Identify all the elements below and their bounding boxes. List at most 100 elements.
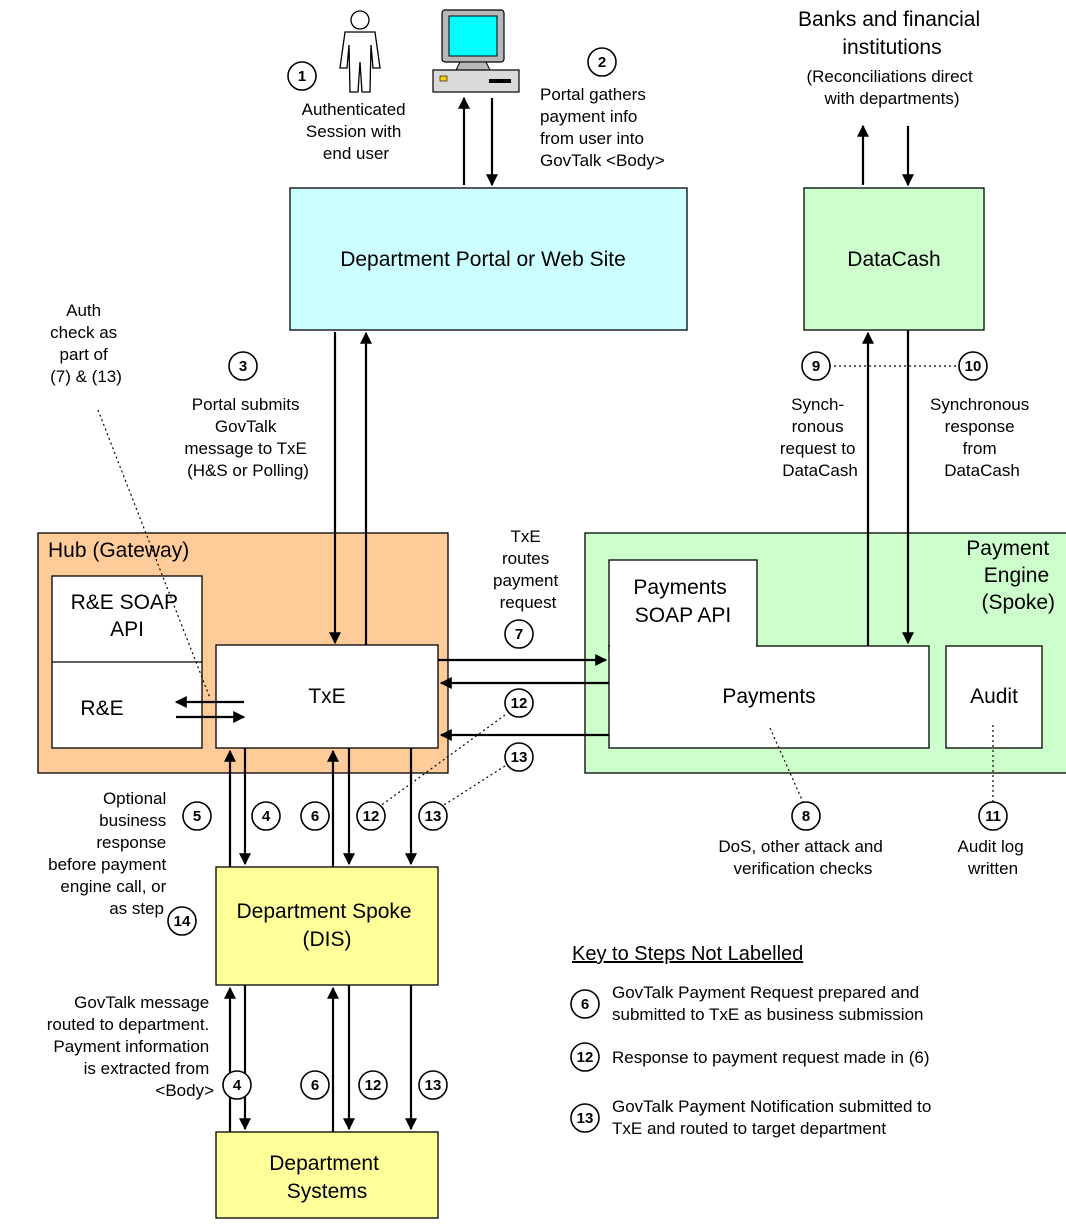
step-circle-9: 9	[801, 351, 831, 381]
payments-soap-api-box	[608, 559, 758, 651]
payments-soap-api-line2: SOAP API	[635, 604, 732, 627]
re-soap-api-line1: R&E SOAP	[71, 591, 178, 614]
svg-text:2: 2	[598, 54, 606, 71]
step3-text: Portal submits GovTalk message to TxE (H…	[184, 395, 311, 480]
svg-text:Department Systems: Department Systems	[269, 1152, 385, 1203]
step-circle-14: 14	[167, 906, 197, 936]
svg-text:6: 6	[581, 996, 589, 1013]
dotted-auth-check	[97, 409, 211, 699]
banks-line2: institutions	[842, 36, 941, 59]
txe-box	[215, 644, 439, 749]
txe-label: TxE	[308, 685, 345, 708]
portal-box	[289, 187, 688, 331]
payments-box	[608, 645, 930, 749]
svg-text:12: 12	[577, 1049, 594, 1066]
svg-text:10: 10	[965, 358, 982, 375]
step-circle-6-bottom: 6	[300, 1070, 330, 1100]
svg-text:8: 8	[802, 808, 810, 825]
svg-text:14: 14	[174, 913, 191, 930]
svg-text:Response to payment request ma: Response to payment request made in (6)	[612, 1048, 930, 1067]
svg-text:1: 1	[298, 68, 306, 85]
step-circle-13-top: 13	[504, 742, 534, 772]
dotted-8-to-payments	[769, 727, 804, 803]
svg-text:R&E SOAP API: R&E SOAP API	[71, 591, 184, 641]
svg-text:6: 6	[311, 1077, 319, 1094]
audit-label: Audit	[970, 685, 1018, 708]
step5-text: Optional business response before paymen…	[48, 789, 171, 918]
step-circle-12-top: 12	[504, 688, 534, 718]
step9-text: Synch- ronous request to DataCash	[780, 395, 860, 480]
hub-title: Hub (Gateway)	[48, 539, 189, 562]
audit-box	[945, 645, 1043, 749]
svg-text:9: 9	[812, 358, 820, 375]
svg-text:GovTalk Payment Notification s: GovTalk Payment Notification submitted t…	[612, 1097, 936, 1138]
portal-label: Department Portal or Web Site	[340, 248, 626, 271]
step-circle-1: 1	[287, 61, 317, 91]
step-circle-8: 8	[791, 801, 821, 831]
key-title: Key to Steps Not Labelled	[572, 943, 803, 965]
dept-spoke-box	[215, 866, 439, 986]
step-circle-7: 7	[504, 619, 534, 649]
step1-text: Authenticated Session with end user	[302, 100, 411, 163]
svg-text:11: 11	[985, 808, 1001, 825]
step-circle-10: 10	[958, 351, 988, 381]
svg-text:5: 5	[193, 808, 201, 825]
step-circle-6-top: 6	[300, 801, 330, 831]
key-item-13: 13 GovTalk Payment Notification submitte…	[570, 1097, 936, 1138]
step-circle-12-mid: 12	[356, 801, 386, 831]
svg-text:13: 13	[577, 1110, 594, 1127]
engine-title-line1: Payment	[966, 537, 1049, 560]
svg-text:12: 12	[365, 1077, 382, 1094]
step8-text: DoS, other attack and verification check…	[718, 837, 887, 878]
svg-text:(Reconciliations direct wi: (Reconciliations direct with departments…	[806, 67, 977, 108]
svg-text:4: 4	[233, 1077, 242, 1094]
step-circle-4-bottom: 4	[222, 1070, 252, 1100]
dept-spoke-line1: Department Spoke	[237, 900, 412, 923]
auth-check-text: Auth check as part of (7) & (13)	[50, 301, 122, 386]
svg-text:Payments SOAP API: Payments SOAP API	[633, 576, 732, 627]
engine-title-line3: (Spoke)	[981, 591, 1055, 614]
svg-text:Banks and financial instit: Banks and financial institutions	[798, 8, 986, 59]
svg-text:13: 13	[425, 808, 442, 825]
step-circle-3: 3	[228, 351, 258, 381]
step2-text: Portal gathers payment info from user in…	[540, 85, 665, 170]
svg-text:7: 7	[515, 626, 523, 643]
engine-title-line2: Engine	[984, 564, 1049, 587]
svg-text:13: 13	[425, 1077, 442, 1094]
svg-text:Payment Engine (Spoke): Payment Engine (Spoke)	[966, 537, 1055, 614]
user-icon	[339, 10, 381, 93]
step-circle-2: 2	[587, 47, 617, 77]
svg-text:12: 12	[511, 695, 528, 712]
dotted-13-to-spoke	[432, 765, 506, 813]
svg-text:Department Spoke (DIS): Department Spoke (DIS)	[237, 900, 418, 951]
key-item-12: 12 Response to payment request made in (…	[570, 1042, 930, 1072]
step11-text: Audit log written	[958, 837, 1029, 878]
step-circle-13-mid: 13	[418, 801, 448, 831]
banks-line4: with departments)	[823, 89, 959, 108]
svg-text:6: 6	[311, 808, 319, 825]
step-circle-5: 5	[182, 801, 212, 831]
datacash-box	[803, 187, 985, 331]
payments-soap-api-line1: Payments	[633, 576, 726, 599]
dept-spoke-line2: (DIS)	[303, 928, 352, 951]
re-label: R&E	[80, 697, 123, 720]
svg-text:GovTalk Payment Request prepar: GovTalk Payment Request prepared and sub…	[612, 983, 924, 1024]
banks-line1: Banks and financial	[798, 8, 980, 31]
step10-text: Synchronous response from DataCash	[930, 395, 1034, 480]
dept-systems-line1: Department	[269, 1152, 379, 1175]
step7-text: TxE routes payment request	[493, 527, 563, 612]
step-circle-11: 11	[978, 801, 1008, 831]
step-circle-4-top: 4	[251, 801, 281, 831]
payments-label: Payments	[722, 685, 815, 708]
svg-text:4: 4	[262, 808, 271, 825]
svg-text:3: 3	[239, 358, 247, 375]
step-circle-12-bottom: 12	[358, 1070, 388, 1100]
re-soap-api-line2: API	[110, 618, 144, 641]
svg-text:12: 12	[363, 808, 380, 825]
step4-text: GovTalk message routed to department. Pa…	[47, 993, 214, 1100]
step-circle-13-bottom: 13	[418, 1070, 448, 1100]
computer-icon	[432, 9, 520, 93]
banks-line3: (Reconciliations direct	[806, 67, 973, 86]
dept-systems-box	[215, 1131, 439, 1219]
